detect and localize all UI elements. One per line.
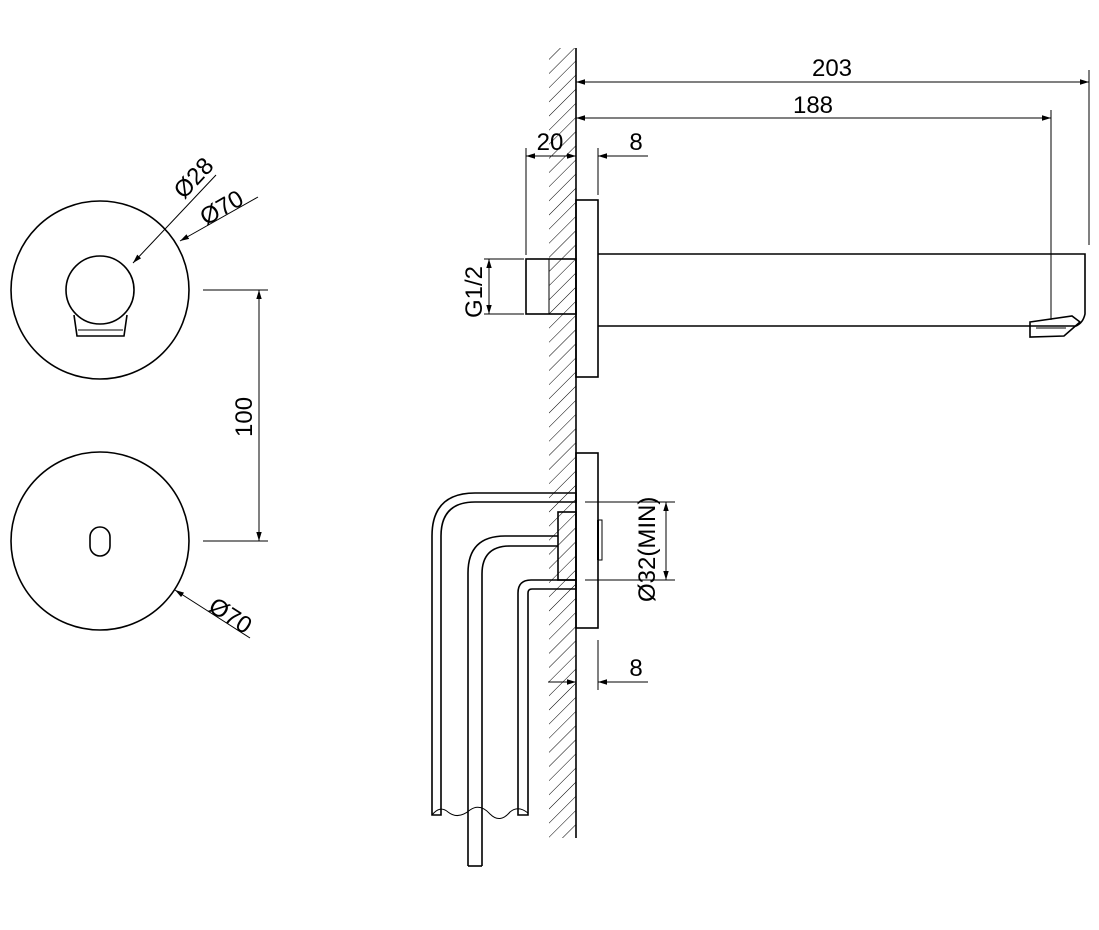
dim-sensor-plate-thickness: 8 xyxy=(548,640,648,690)
dim-plate-spacing: 100 xyxy=(203,289,268,542)
dim-thread: G1/2 xyxy=(461,258,524,318)
sensor-plate-thickness-label: 8 xyxy=(629,655,642,682)
leader-line xyxy=(132,174,217,264)
leader-line xyxy=(174,589,251,639)
wall-section xyxy=(549,48,577,838)
spout-side-view xyxy=(525,199,1086,378)
dim-sensor-plate-dia: Ø70 xyxy=(174,589,257,640)
spout-body xyxy=(598,253,1086,327)
dim-total-length: 203 xyxy=(575,55,1090,245)
hole-dia-label: Ø32(MIN) xyxy=(634,497,661,602)
dim-spout-plate-thickness: 8 xyxy=(548,129,648,195)
spout-front-view xyxy=(10,200,190,380)
spout-outlet-dia-label: Ø28 xyxy=(169,152,220,204)
conduit-break-line xyxy=(431,806,529,819)
total-length-label: 203 xyxy=(812,55,852,82)
spout-length-label: 188 xyxy=(793,92,833,119)
spout-plate-side xyxy=(575,199,599,378)
dim-wall-depth: 20 xyxy=(525,129,576,255)
sensor-button-face xyxy=(597,519,603,561)
wall-depth-label: 20 xyxy=(537,129,564,156)
cable-outer xyxy=(467,535,558,866)
sensor-window xyxy=(89,526,111,557)
conduit-pipe xyxy=(431,492,577,819)
sensor-plate-dia-label: Ø70 xyxy=(204,592,257,639)
sensor-plate-circle xyxy=(10,451,190,631)
sensor-cable xyxy=(467,535,558,867)
cable-inner xyxy=(481,545,558,866)
spout-aerator xyxy=(73,314,128,337)
conduit-outer-wall xyxy=(431,492,577,816)
thread-label: G1/2 xyxy=(461,266,488,318)
dim-spout-length: 188 xyxy=(576,92,1052,320)
plate-spacing-label: 100 xyxy=(231,397,258,437)
conduit-inner-wall xyxy=(517,579,577,816)
sensor-plate-side xyxy=(575,452,599,629)
leader-line xyxy=(179,196,259,242)
sensor-front-view xyxy=(10,451,190,631)
spout-plate-dia-label: Ø70 xyxy=(196,185,249,231)
spout-outlet-circle xyxy=(65,255,135,325)
wall-hatch xyxy=(549,48,576,838)
spout-aerator-side xyxy=(1029,315,1082,338)
spout-plate-circle xyxy=(10,200,190,380)
spout-plate-thickness-label: 8 xyxy=(629,129,642,156)
thread-connector xyxy=(525,258,577,315)
dim-hole-dia: Ø32(MIN) xyxy=(585,497,675,602)
